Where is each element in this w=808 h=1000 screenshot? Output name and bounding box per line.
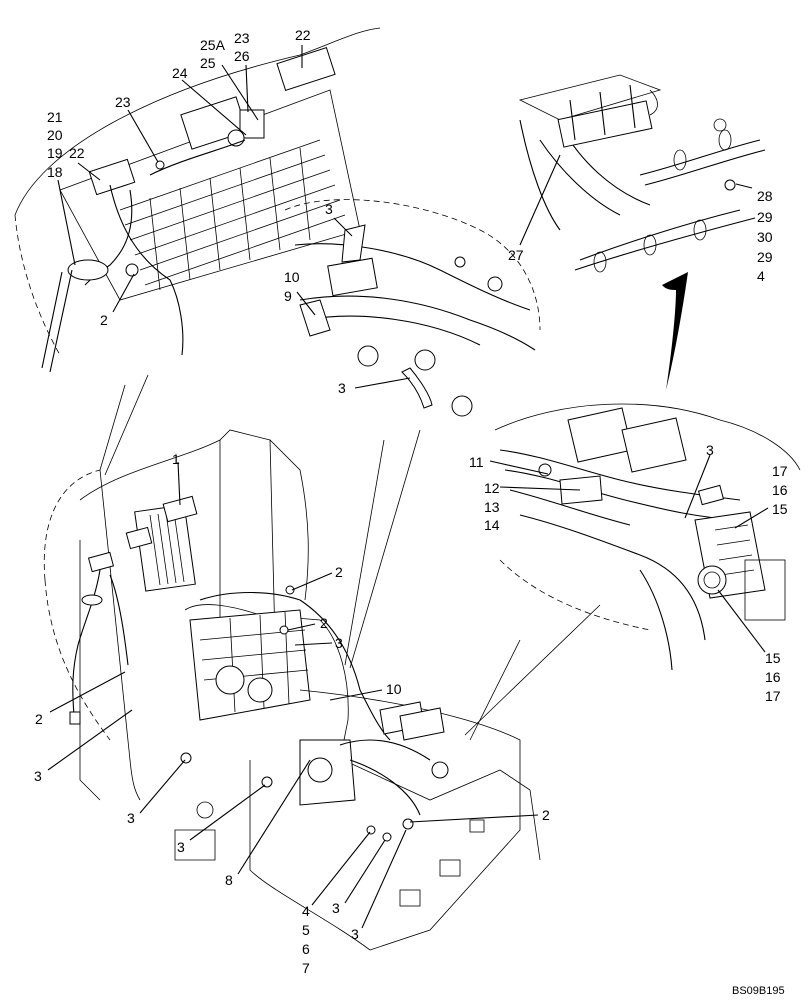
flow-arrow	[662, 272, 688, 390]
callout-19: 19	[47, 145, 63, 161]
clip-3-bottom	[401, 367, 433, 409]
callout-8: 8	[225, 872, 233, 888]
callout-29: 29	[757, 209, 773, 225]
callout-3: 3	[335, 635, 343, 651]
callout-17: 17	[765, 688, 781, 704]
plug-3	[697, 484, 725, 506]
callout-13: 13	[484, 499, 500, 515]
callout-3: 3	[706, 442, 714, 458]
callout-4: 4	[302, 903, 310, 919]
relay-bracket	[557, 100, 653, 148]
callout-23: 23	[234, 30, 250, 46]
callout-3: 3	[127, 810, 135, 826]
relay-box-right	[621, 417, 687, 473]
clamp-28	[724, 179, 736, 191]
leader-lines	[47, 45, 769, 929]
callout-25: 25	[200, 55, 216, 71]
callout-22: 22	[69, 145, 85, 161]
callout-2: 2	[100, 312, 108, 328]
callout-15: 15	[772, 501, 788, 517]
clamp-2	[125, 263, 139, 277]
grille-panel	[134, 504, 196, 592]
bracket-center	[327, 257, 378, 297]
callout-2: 2	[320, 615, 328, 631]
callout-3: 3	[34, 768, 42, 784]
relay-box-left	[567, 407, 633, 463]
switch-18	[67, 259, 109, 281]
detail-top-right	[518, 74, 766, 390]
callout-7: 7	[302, 960, 310, 976]
lamp-right	[276, 47, 336, 91]
callout-14: 14	[484, 517, 500, 533]
clip-3-top	[341, 224, 366, 263]
callout-3: 3	[325, 201, 333, 217]
callout-20: 20	[47, 127, 63, 143]
detail-pointer-lines	[99, 374, 601, 741]
callout-24: 24	[172, 65, 188, 81]
main-assembly	[43, 429, 541, 951]
lamp-left	[88, 158, 136, 196]
callout-2: 2	[335, 564, 343, 580]
callout-6: 6	[302, 941, 310, 957]
callout-2: 2	[542, 807, 550, 823]
engine-block	[189, 609, 311, 721]
callout-3: 3	[177, 839, 185, 855]
callout-21: 21	[47, 109, 63, 125]
callout-30: 30	[757, 229, 773, 245]
callout-29: 29	[757, 249, 773, 265]
relay-block	[239, 109, 265, 139]
callout-26: 26	[234, 48, 250, 64]
detail-right-middle	[494, 403, 801, 671]
callout-16: 16	[765, 669, 781, 685]
callout-3: 3	[332, 900, 340, 916]
callout-16: 16	[772, 482, 788, 498]
callout-22: 22	[295, 27, 311, 43]
callout-28: 28	[757, 188, 773, 204]
callout-labels: 21 20 19 22 18 23 24 25A 25 23 26 22 2 3…	[34, 27, 788, 976]
callout-3: 3	[338, 380, 346, 396]
callout-1: 1	[172, 451, 180, 467]
callout-9: 9	[284, 288, 292, 304]
callout-11: 11	[469, 454, 484, 470]
callout-3: 3	[351, 926, 359, 942]
callout-15: 15	[765, 650, 781, 666]
callout-23: 23	[115, 94, 131, 110]
callout-17: 17	[772, 463, 788, 479]
lamp-1	[162, 495, 198, 523]
callout-18: 18	[47, 164, 63, 180]
callout-10: 10	[386, 681, 402, 697]
drawing-code: BS09B195	[732, 985, 785, 997]
callout-4: 4	[757, 268, 765, 284]
callout-5: 5	[302, 922, 310, 938]
bolt-9	[299, 299, 331, 337]
callout-27: 27	[508, 247, 524, 263]
detail-top-center	[284, 199, 541, 417]
callout-10: 10	[284, 269, 300, 285]
callout-12: 12	[484, 480, 500, 496]
callout-2: 2	[35, 711, 43, 727]
detail-top-left	[14, 27, 381, 373]
callout-25a: 25A	[200, 37, 226, 53]
round-connector-15	[697, 565, 727, 595]
